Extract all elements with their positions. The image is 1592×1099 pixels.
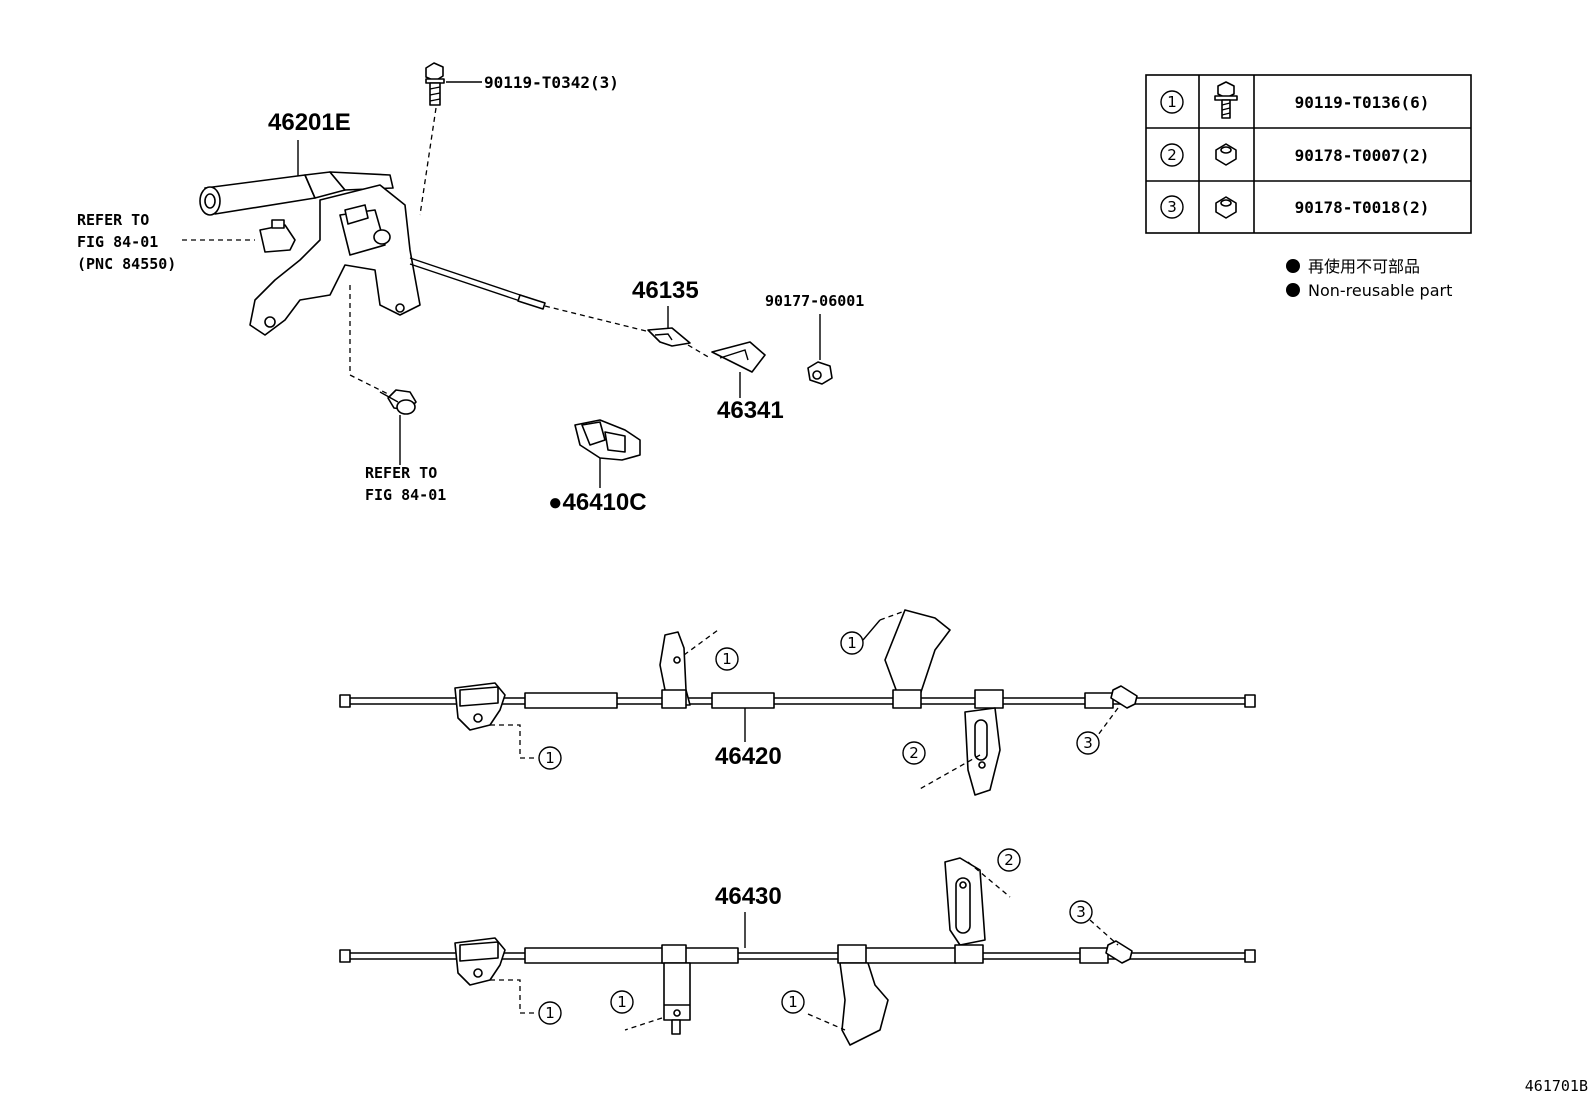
nut-icon xyxy=(1215,196,1237,219)
nut-icon xyxy=(1215,143,1237,166)
part-46135 xyxy=(647,327,691,347)
cable-nut xyxy=(1105,940,1133,964)
cable-end-bracket xyxy=(454,682,506,731)
label-refer-to-2: REFER TO xyxy=(365,464,437,482)
part-46410C xyxy=(574,419,641,461)
cable-46420: 1 1 46420 1 2 xyxy=(339,609,1256,796)
legend-row-part-number: 90178-T0007(2) xyxy=(1295,146,1430,165)
label-46410C: ●46410C xyxy=(548,489,647,516)
parking-brake-lever-assembly: 90119-T0342(3) 46201E REFER TO FIG 84-01… xyxy=(77,62,864,516)
legend-row-part-number: 90119-T0136(6) xyxy=(1295,93,1430,112)
label-46135: 46135 xyxy=(632,277,699,304)
bolt-icon xyxy=(1214,81,1238,119)
cable-end-bracket xyxy=(454,937,506,986)
callout-3: 3 xyxy=(1083,734,1093,752)
non-reusable-dot-icon xyxy=(1286,259,1300,273)
callout-3: 3 xyxy=(1076,903,1086,921)
bolt-90119-T0342 xyxy=(425,62,445,106)
callout-1: 1 xyxy=(788,993,798,1011)
cable-bracket xyxy=(659,631,691,709)
drawing-id: 461701B xyxy=(1525,1077,1588,1095)
non-reusable-dot-icon xyxy=(1286,283,1300,297)
cable-bracket xyxy=(661,944,691,1035)
bolt-refer-fig xyxy=(379,389,417,415)
label-46420: 46420 xyxy=(715,743,782,770)
callout-1: 1 xyxy=(847,634,857,652)
callout-2: 2 xyxy=(909,744,919,762)
cable-46430: 1 1 46420 46430 1 xyxy=(339,848,1256,1046)
label-bolt-top: 90119-T0342(3) xyxy=(484,73,619,92)
label-46430: 46430 xyxy=(715,883,782,910)
label-lever: 46201E xyxy=(268,109,351,136)
legend-row-number: 1 xyxy=(1167,93,1177,111)
cable-bracket xyxy=(837,944,889,1046)
switch-part xyxy=(259,219,296,253)
callout-1: 1 xyxy=(545,749,555,767)
legend-row-2: 2 90178-T0007(2) xyxy=(1160,143,1430,167)
label-fig-ref-2: FIG 84-01 xyxy=(365,486,446,504)
legend-row-number: 2 xyxy=(1167,146,1177,164)
legend-note-jp: 再使用不可部品 xyxy=(1308,257,1420,276)
label-46341: 46341 xyxy=(717,397,784,424)
callout-1: 1 xyxy=(545,1004,555,1022)
callout-2: 2 xyxy=(1004,851,1014,869)
part-46341 xyxy=(711,341,766,373)
cable-nut xyxy=(1110,685,1138,709)
legend-row-3: 3 90178-T0018(2) xyxy=(1160,195,1430,219)
label-90177-06001: 90177-06001 xyxy=(765,292,864,310)
cable-bracket xyxy=(884,609,951,709)
label-refer-to-1: REFER TO xyxy=(77,211,149,229)
nut-90177-06001 xyxy=(807,361,833,385)
cable-bracket xyxy=(944,857,986,964)
label-pnc-ref: (PNC 84550) xyxy=(77,255,176,273)
callout-1: 1 xyxy=(722,650,732,668)
legend-notes: 再使用不可部品 Non-reusable part xyxy=(1286,257,1452,300)
cable-bracket xyxy=(964,689,1004,796)
legend-row-part-number: 90178-T0018(2) xyxy=(1295,198,1430,217)
legend-note-en: Non-reusable part xyxy=(1308,281,1452,300)
label-fig-ref-1: FIG 84-01 xyxy=(77,233,158,251)
legend-row-number: 3 xyxy=(1167,198,1177,216)
callout-1: 1 xyxy=(617,993,627,1011)
legend-table: 1 90119-T0136(6) 2 90178-T0007(2) xyxy=(1145,74,1472,234)
legend-row-1: 1 90119-T0136(6) xyxy=(1160,81,1430,119)
